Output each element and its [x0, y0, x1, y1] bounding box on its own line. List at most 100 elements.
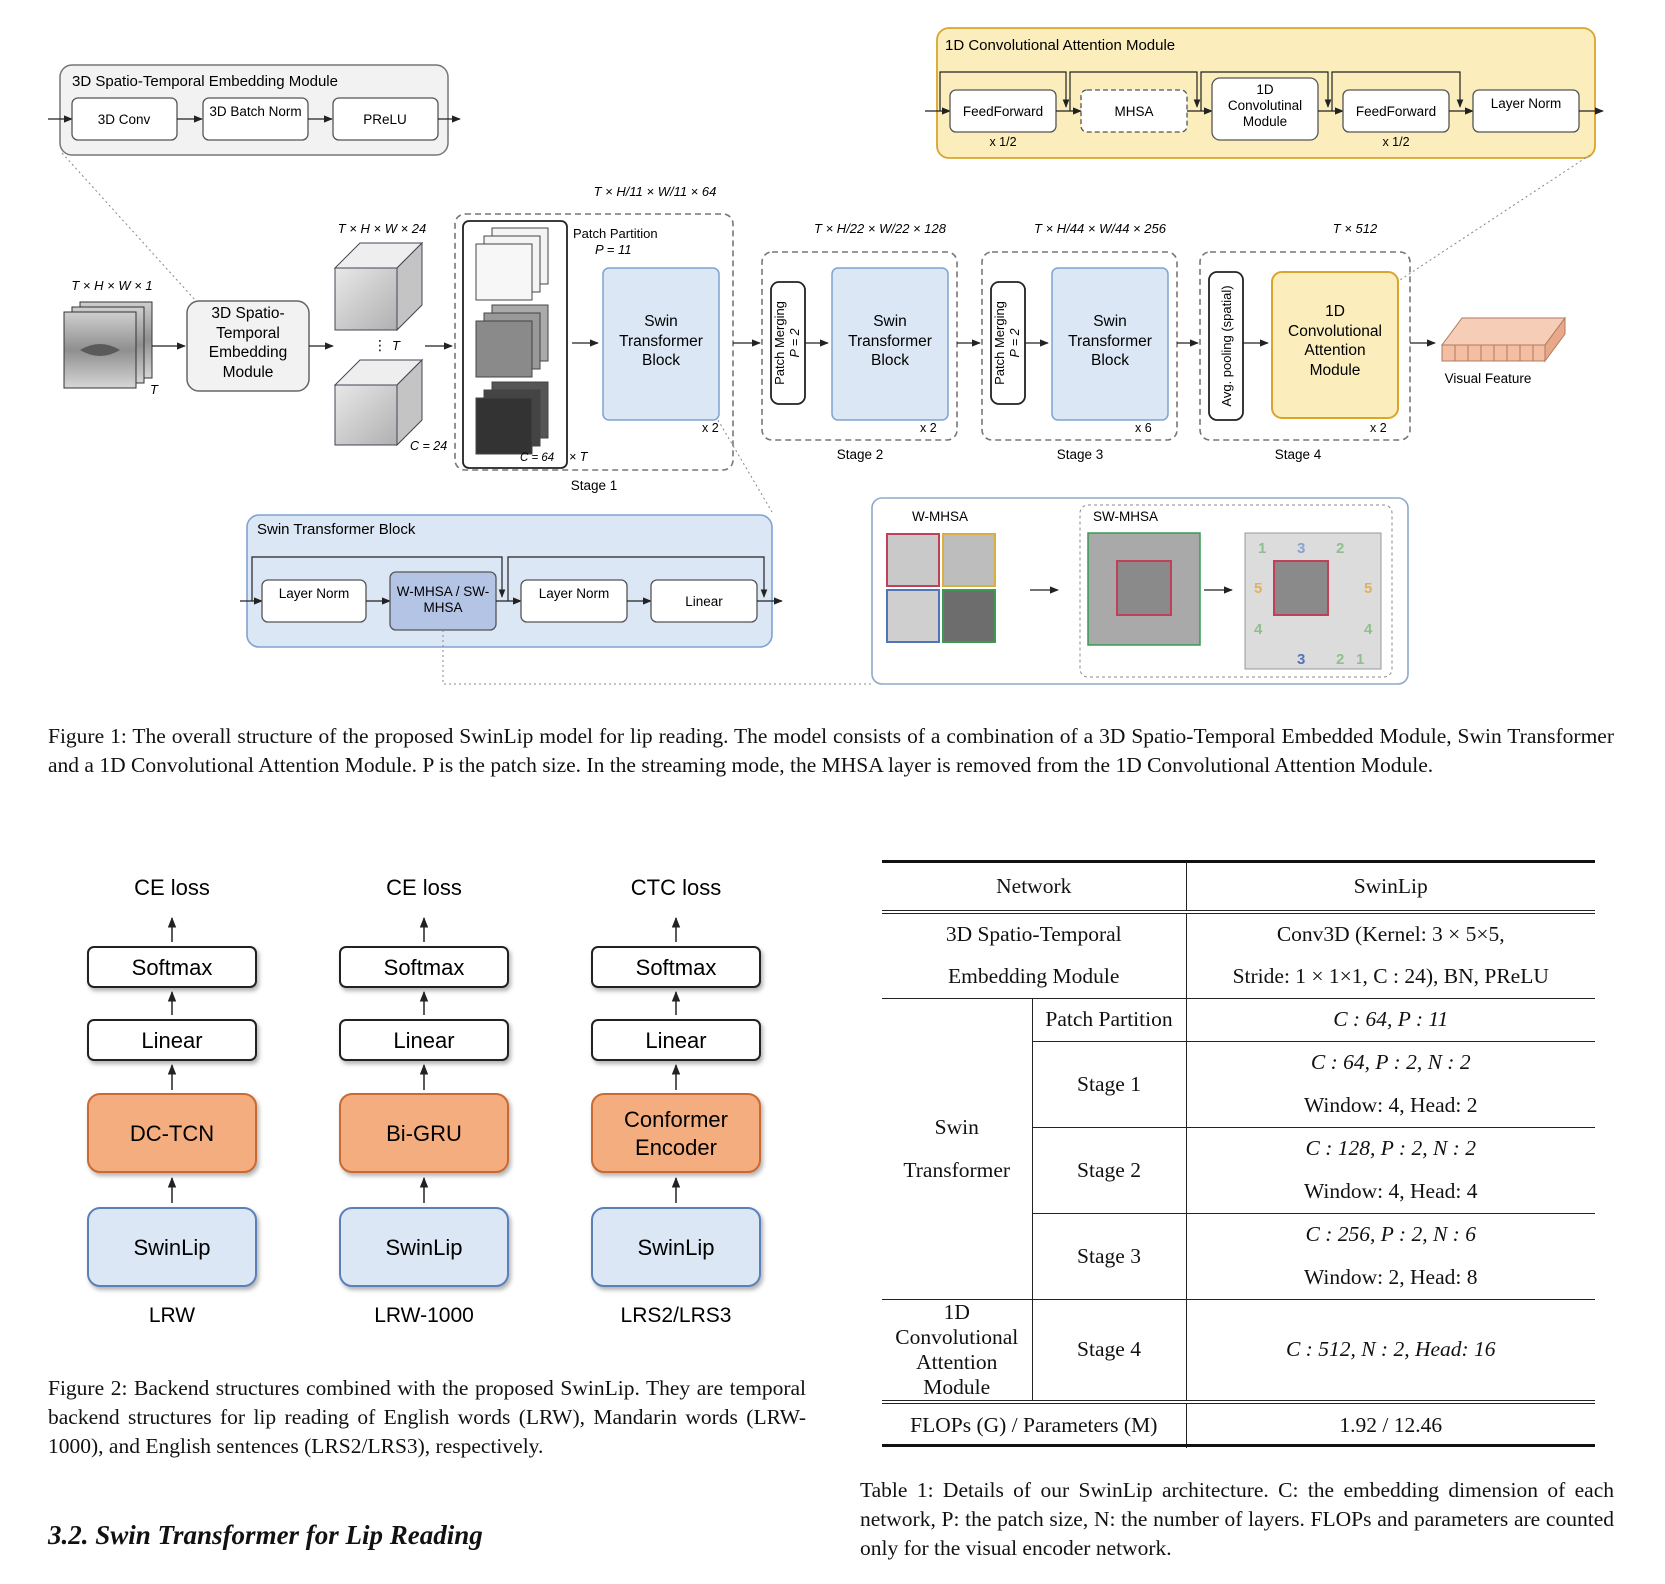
input-frames: T × H × W × 1 T	[63, 278, 186, 397]
block-feedforward-1: FeedForward	[963, 104, 1043, 119]
stage1-label: Stage 1	[1032, 1040, 1187, 1127]
stage3-p: P = 2	[1008, 328, 1022, 357]
swin-name-cell: Swin Transformer	[882, 997, 1033, 1299]
linear-box-1	[339, 1019, 509, 1061]
block-3d-batch-norm: 3D Batch Norm	[209, 104, 302, 119]
softmax-label-0: Softmax	[132, 955, 213, 980]
swin-name-l2: Transformer	[903, 1157, 1011, 1182]
dataset-label-1: LRW-1000	[374, 1304, 474, 1327]
region-5b: 5	[1364, 580, 1372, 597]
stage2-row-1: Stage 2 C : 128, P : 2, N : 2	[882, 1126, 1595, 1213]
stage2-p: P = 2	[788, 328, 802, 357]
patch-partition-row: Swin Transformer Patch Partition C : 64,…	[882, 997, 1595, 1299]
stage1-row-2: Window: 4, Head: 2	[882, 1084, 1595, 1127]
region-3a: 3	[1297, 540, 1305, 557]
backend-box-0	[87, 1093, 257, 1173]
embed-val-l1: Conv3D (Kernel: 3 × 5×5,	[1186, 910, 1595, 955]
cube-dim: T × H × W × 24	[338, 221, 427, 236]
swin-linear-block: Linear	[685, 594, 723, 609]
stage4-dim: T × 512	[1333, 221, 1378, 236]
patch-partition-val: C : 64, P : 11	[1186, 997, 1595, 1041]
stage3-label: Stage 3	[1032, 1212, 1187, 1299]
backend-label-2-l1: Conformer	[624, 1107, 728, 1132]
stage2-swin-block: Swin Transformer Block	[848, 313, 932, 369]
loss-label-2: CTC loss	[631, 875, 721, 900]
region-2b: 2	[1336, 651, 1344, 668]
stage1-val-l1: C : 64, P : 2, N : 2	[1186, 1040, 1595, 1084]
stage3-swin-block: Swin Transformer Block	[1068, 313, 1152, 369]
swin-layer-norm-2: Layer Norm	[538, 586, 610, 601]
stage2-row-2: Window: 4, Head: 4	[882, 1170, 1595, 1213]
stage1-val-l2: Window: 4, Head: 2	[1304, 1092, 1478, 1117]
backend-label-2-l2: Encoder	[635, 1135, 717, 1160]
stage-4: T × 512 Avg. pooling (spatial) 1D Convol…	[1199, 221, 1411, 462]
patch-partition-label: Patch Partition	[1032, 997, 1187, 1041]
linear-label-1: Linear	[393, 1028, 454, 1053]
conv-name-l1: 1D Convolutional	[882, 1298, 1033, 1350]
table-bottom-rule	[882, 1444, 1595, 1447]
linear-label-0: Linear	[141, 1028, 202, 1053]
softmax-label-2: Softmax	[636, 955, 717, 980]
section-heading: 3.2. Swin Transformer for Lip Reading	[48, 1520, 483, 1550]
stage3-row-1: Stage 3 C : 256, P : 2, N : 6	[882, 1212, 1595, 1299]
linear-label-2: Linear	[645, 1028, 706, 1053]
embed-name-l1: 3D Spatio-Temporal	[882, 910, 1187, 955]
embed-row-1: 3D Spatio-Temporal Conv3D (Kernel: 3 × 5…	[882, 910, 1595, 955]
visual-feature-label: Visual Feature	[1445, 371, 1532, 386]
stage1-swin-block: Swin Transformer Block	[619, 313, 703, 369]
region-4b: 4	[1364, 621, 1373, 638]
half-label-1: x 1/2	[989, 135, 1016, 149]
block-1d-conv-module: 1D Convolutinal Module	[1227, 82, 1303, 129]
stage2-label: Stage 2	[837, 447, 884, 462]
window-attention-illustration: W-MHSA SW-MHSA 1 3 2 5 5 4 4 3 2 1	[871, 497, 1409, 685]
visual-feature: Visual Feature	[1441, 316, 1566, 386]
conv-stage: Stage 4	[1032, 1298, 1187, 1402]
softmax-box-2	[591, 946, 761, 988]
encoder-label-2: SwinLip	[637, 1235, 714, 1260]
stage4-repeat: x 2	[1370, 421, 1387, 435]
patch-partition-p: P = 11	[595, 242, 632, 257]
stage4-label: Stage 4	[1275, 447, 1322, 462]
block-mhsa: MHSA	[1114, 104, 1153, 119]
stage2-val-l2: Window: 4, Head: 4	[1304, 1178, 1478, 1203]
block-3d-conv: 3D Conv	[98, 112, 151, 127]
loss-label-1: CE loss	[386, 875, 462, 900]
figure1-caption: Figure 1: The overall structure of the p…	[48, 724, 1614, 777]
stage3-val-l1: C : 256, P : 2, N : 6	[1186, 1212, 1595, 1256]
swin-name-l1: Swin	[934, 1114, 979, 1139]
stage-2: T × H/22 × W/22 × 128 Patch Merging P = …	[761, 221, 958, 462]
cube-t: T	[392, 338, 401, 353]
softmax-label-1: Softmax	[384, 955, 465, 980]
feature-cubes: T × H × W × 24 ⋮ T C = 24	[333, 221, 453, 453]
region-5a: 5	[1254, 580, 1262, 597]
stage3-row-2: Window: 2, Head: 8	[882, 1256, 1595, 1299]
swin-mhsa-block: W-MHSA / SW-MHSA	[396, 584, 490, 615]
ca-module-detail: 1D Convolutional Attention Module FeedFo…	[925, 27, 1604, 159]
conv-row-2: Attention Module	[882, 1349, 1595, 1402]
encoder-box-0	[87, 1207, 257, 1287]
loss-label-0: CE loss	[134, 875, 210, 900]
swin-block-detail: Swin Transformer Block Layer Norm W-MHSA…	[240, 514, 783, 648]
flops-row: FLOPs (G) / Parameters (M) 1.92 / 12.46	[882, 1399, 1595, 1448]
figure2-caption: Figure 2: Backend structures combined wi…	[48, 1376, 806, 1458]
conv-row-1: 1D Convolutional Stage 4 C : 512, N : 2,…	[882, 1298, 1595, 1402]
region-1b: 1	[1356, 651, 1364, 668]
conv-val: C : 512, N : 2, Head: 16	[1186, 1298, 1595, 1402]
cube-c: C = 24	[410, 439, 447, 453]
encoder-box-1	[339, 1207, 509, 1287]
encoder-label-0: SwinLip	[133, 1235, 210, 1260]
flops-label: FLOPs (G) / Parameters (M)	[882, 1399, 1187, 1448]
stage4-pool: Avg. pooling (spatial)	[1219, 285, 1234, 406]
backend-box-1	[339, 1093, 509, 1173]
stage1-label: Stage 1	[571, 478, 618, 493]
stage2-repeat: x 2	[920, 421, 937, 435]
ca-module-title: 1D Convolutional Attention Module	[945, 37, 1175, 54]
dataset-label-0: LRW	[149, 1304, 195, 1327]
stage2-val-l1: C : 128, P : 2, N : 2	[1186, 1126, 1595, 1170]
header-network: Network	[882, 862, 1187, 912]
encoder-label-1: SwinLip	[385, 1235, 462, 1260]
table1-caption: Table 1: Details of our SwinLip architec…	[860, 1478, 1614, 1560]
patch-partition-label: Patch Partition	[573, 226, 658, 241]
